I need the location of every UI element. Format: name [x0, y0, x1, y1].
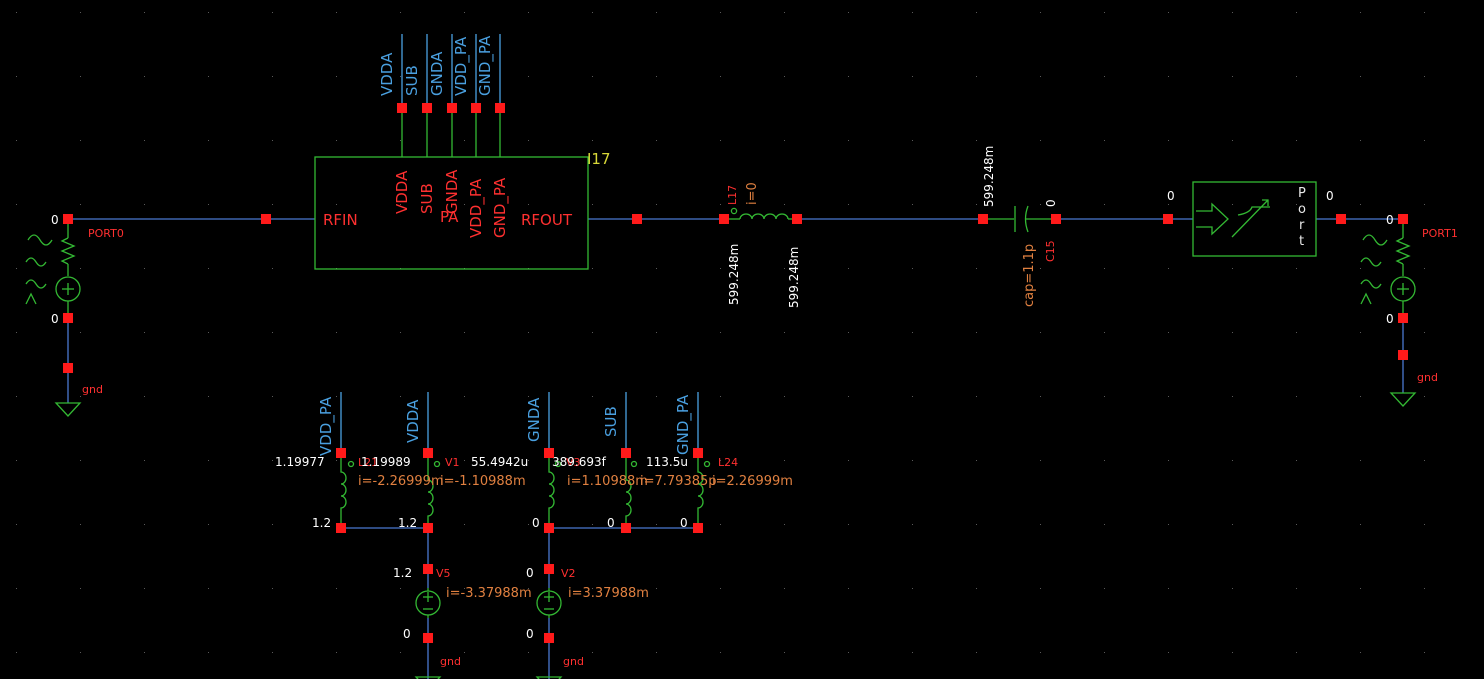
port-tunable-icon	[1231, 199, 1270, 238]
v5-ground-icon	[414, 676, 442, 679]
port-block[interactable]: P o r t 0 0	[1167, 181, 1334, 257]
supply-network[interactable]: VDD_PA VDDA GNDA SUB GND_PA L21 V1 V3 L2…	[275, 392, 793, 530]
node-v-vdda: 1.19989	[361, 455, 411, 469]
port-letter-p: P	[1298, 186, 1306, 201]
supply-net-sub: SUB	[602, 406, 620, 437]
bottom-v-5: 0	[680, 516, 688, 530]
node-v-gnd-pa: 113.5u	[646, 455, 688, 469]
v5-v-bottom: 0	[403, 627, 411, 641]
port0[interactable]: PORT0 0 0 gnd	[25, 213, 124, 417]
bottom-v-2: 1.2	[398, 516, 417, 530]
pa-net-sub: SUB	[403, 65, 421, 96]
port0-resistor-icon	[60, 237, 76, 265]
pa-pin-rfout: RFOUT	[521, 211, 573, 229]
pa-net-gnda: GNDA	[428, 51, 446, 96]
v2-label: V2	[561, 567, 576, 580]
v2-ground-icon	[535, 676, 563, 679]
port1-ground-icon	[1389, 392, 1417, 407]
pa-pin-gnda: GNDA	[443, 169, 461, 214]
l21-label: L21	[358, 456, 378, 469]
pa-net-vdda: VDDA	[378, 52, 396, 96]
port-v-right: 0	[1326, 189, 1334, 203]
supply-net-gnda: GNDA	[525, 397, 543, 442]
port0-waveform-icon	[25, 234, 53, 305]
port0-gnd-label: gnd	[82, 383, 103, 396]
pa-pin-gnd-pa: GND_PA	[491, 177, 510, 238]
l17-label: L17	[726, 185, 739, 205]
source-v2[interactable]: V2 i=3.37988m 0 0 gnd	[526, 566, 649, 679]
bottom-v-4: 0	[607, 516, 615, 530]
l17-current: i=0	[745, 182, 760, 205]
pa-pin-rfin: RFIN	[323, 211, 358, 229]
supply-net-vdd-pa: VDD_PA	[317, 396, 336, 456]
pa-pin-vdda: VDDA	[393, 170, 411, 214]
port-arrow-icon	[1196, 202, 1229, 236]
current-gnda: i=1.10988m	[567, 474, 648, 489]
c15-label: C15	[1044, 240, 1057, 262]
port0-ground-icon	[54, 402, 82, 417]
l17-coil-icon	[739, 213, 789, 220]
pa-body	[314, 156, 589, 270]
supply-net-gnd-pa: GND_PA	[674, 394, 693, 455]
v5-label: V5	[436, 567, 451, 580]
port0-v-top: 0	[51, 213, 59, 227]
port0-v-bottom: 0	[51, 312, 59, 326]
port-letter-r: r	[1299, 218, 1305, 233]
port1-label: PORT1	[1422, 227, 1458, 240]
v2-v-bottom: 0	[526, 627, 534, 641]
c15-v-left: 599.248m	[982, 146, 996, 207]
current-l21: i=-2.26999m	[358, 474, 444, 489]
v3-label: V3	[566, 456, 581, 469]
l24-label: L24	[718, 456, 738, 469]
current-l24: i=2.26999m	[712, 474, 793, 489]
v2-gnd-label: gnd	[563, 655, 584, 668]
bottom-v-3: 0	[532, 516, 540, 530]
pa-block[interactable]: VDDA SUB GNDA VDD_PA GND_PA VDDA SUB GND…	[314, 34, 611, 270]
pa-instance-name: I17	[587, 150, 611, 168]
wires	[67, 218, 1404, 679]
pa-cell-name: PA	[440, 208, 459, 226]
v5-v-top: 1.2	[393, 566, 412, 580]
v2-v-top: 0	[526, 566, 534, 580]
source-v5[interactable]: V5 i=-3.37988m 1.2 0 gnd	[393, 566, 532, 679]
connection-nodes	[63, 103, 1408, 643]
port1-waveform-icon	[1360, 234, 1388, 305]
pa-pin-sub: SUB	[418, 183, 436, 214]
inductor-l17[interactable]: L17 i=0 599.248m 599.248m	[724, 182, 801, 308]
port1-gnd-label: gnd	[1417, 371, 1438, 384]
v5-gnd-label: gnd	[440, 655, 461, 668]
port1-resistor-icon	[1395, 237, 1411, 265]
port1-v-top: 0	[1386, 213, 1394, 227]
c15-v-right: 0	[1044, 199, 1058, 207]
port0-label: PORT0	[88, 227, 124, 240]
pa-top-pins	[401, 34, 501, 157]
port-letter-o: o	[1298, 202, 1306, 217]
v2-current: i=3.37988m	[568, 586, 649, 601]
port-letter-t: t	[1299, 234, 1304, 249]
pa-net-gnd-pa: GND_PA	[476, 35, 495, 96]
port-v-left: 0	[1167, 189, 1175, 203]
node-v-sub: 389.693f	[552, 455, 607, 469]
current-vdda: i=-1.10988m	[440, 474, 526, 489]
current-sub: i=7.79385p	[640, 474, 717, 489]
node-v-vdd-pa: 1.19977	[275, 455, 325, 469]
supply-net-vdda: VDDA	[404, 399, 422, 443]
v5-current: i=-3.37988m	[446, 586, 532, 601]
l17-v-right: 599.248m	[787, 247, 801, 308]
l17-v-left: 599.248m	[727, 244, 741, 305]
node-v-gnda: 55.4942u	[471, 455, 528, 469]
capacitor-c15[interactable]: 599.248m 0 cap=1.1p C15	[982, 146, 1058, 307]
v1-label: V1	[445, 456, 460, 469]
port1[interactable]: PORT1 0 0 gnd	[1360, 213, 1458, 407]
bottom-v-1: 1.2	[312, 516, 331, 530]
pa-net-vdd-pa: VDD_PA	[452, 36, 471, 96]
supply-inductor-coils	[340, 453, 711, 528]
port1-v-bottom: 0	[1386, 312, 1394, 326]
c15-cap-value: cap=1.1p	[1022, 244, 1037, 307]
pa-pin-vdd-pa: VDD_PA	[467, 178, 486, 238]
